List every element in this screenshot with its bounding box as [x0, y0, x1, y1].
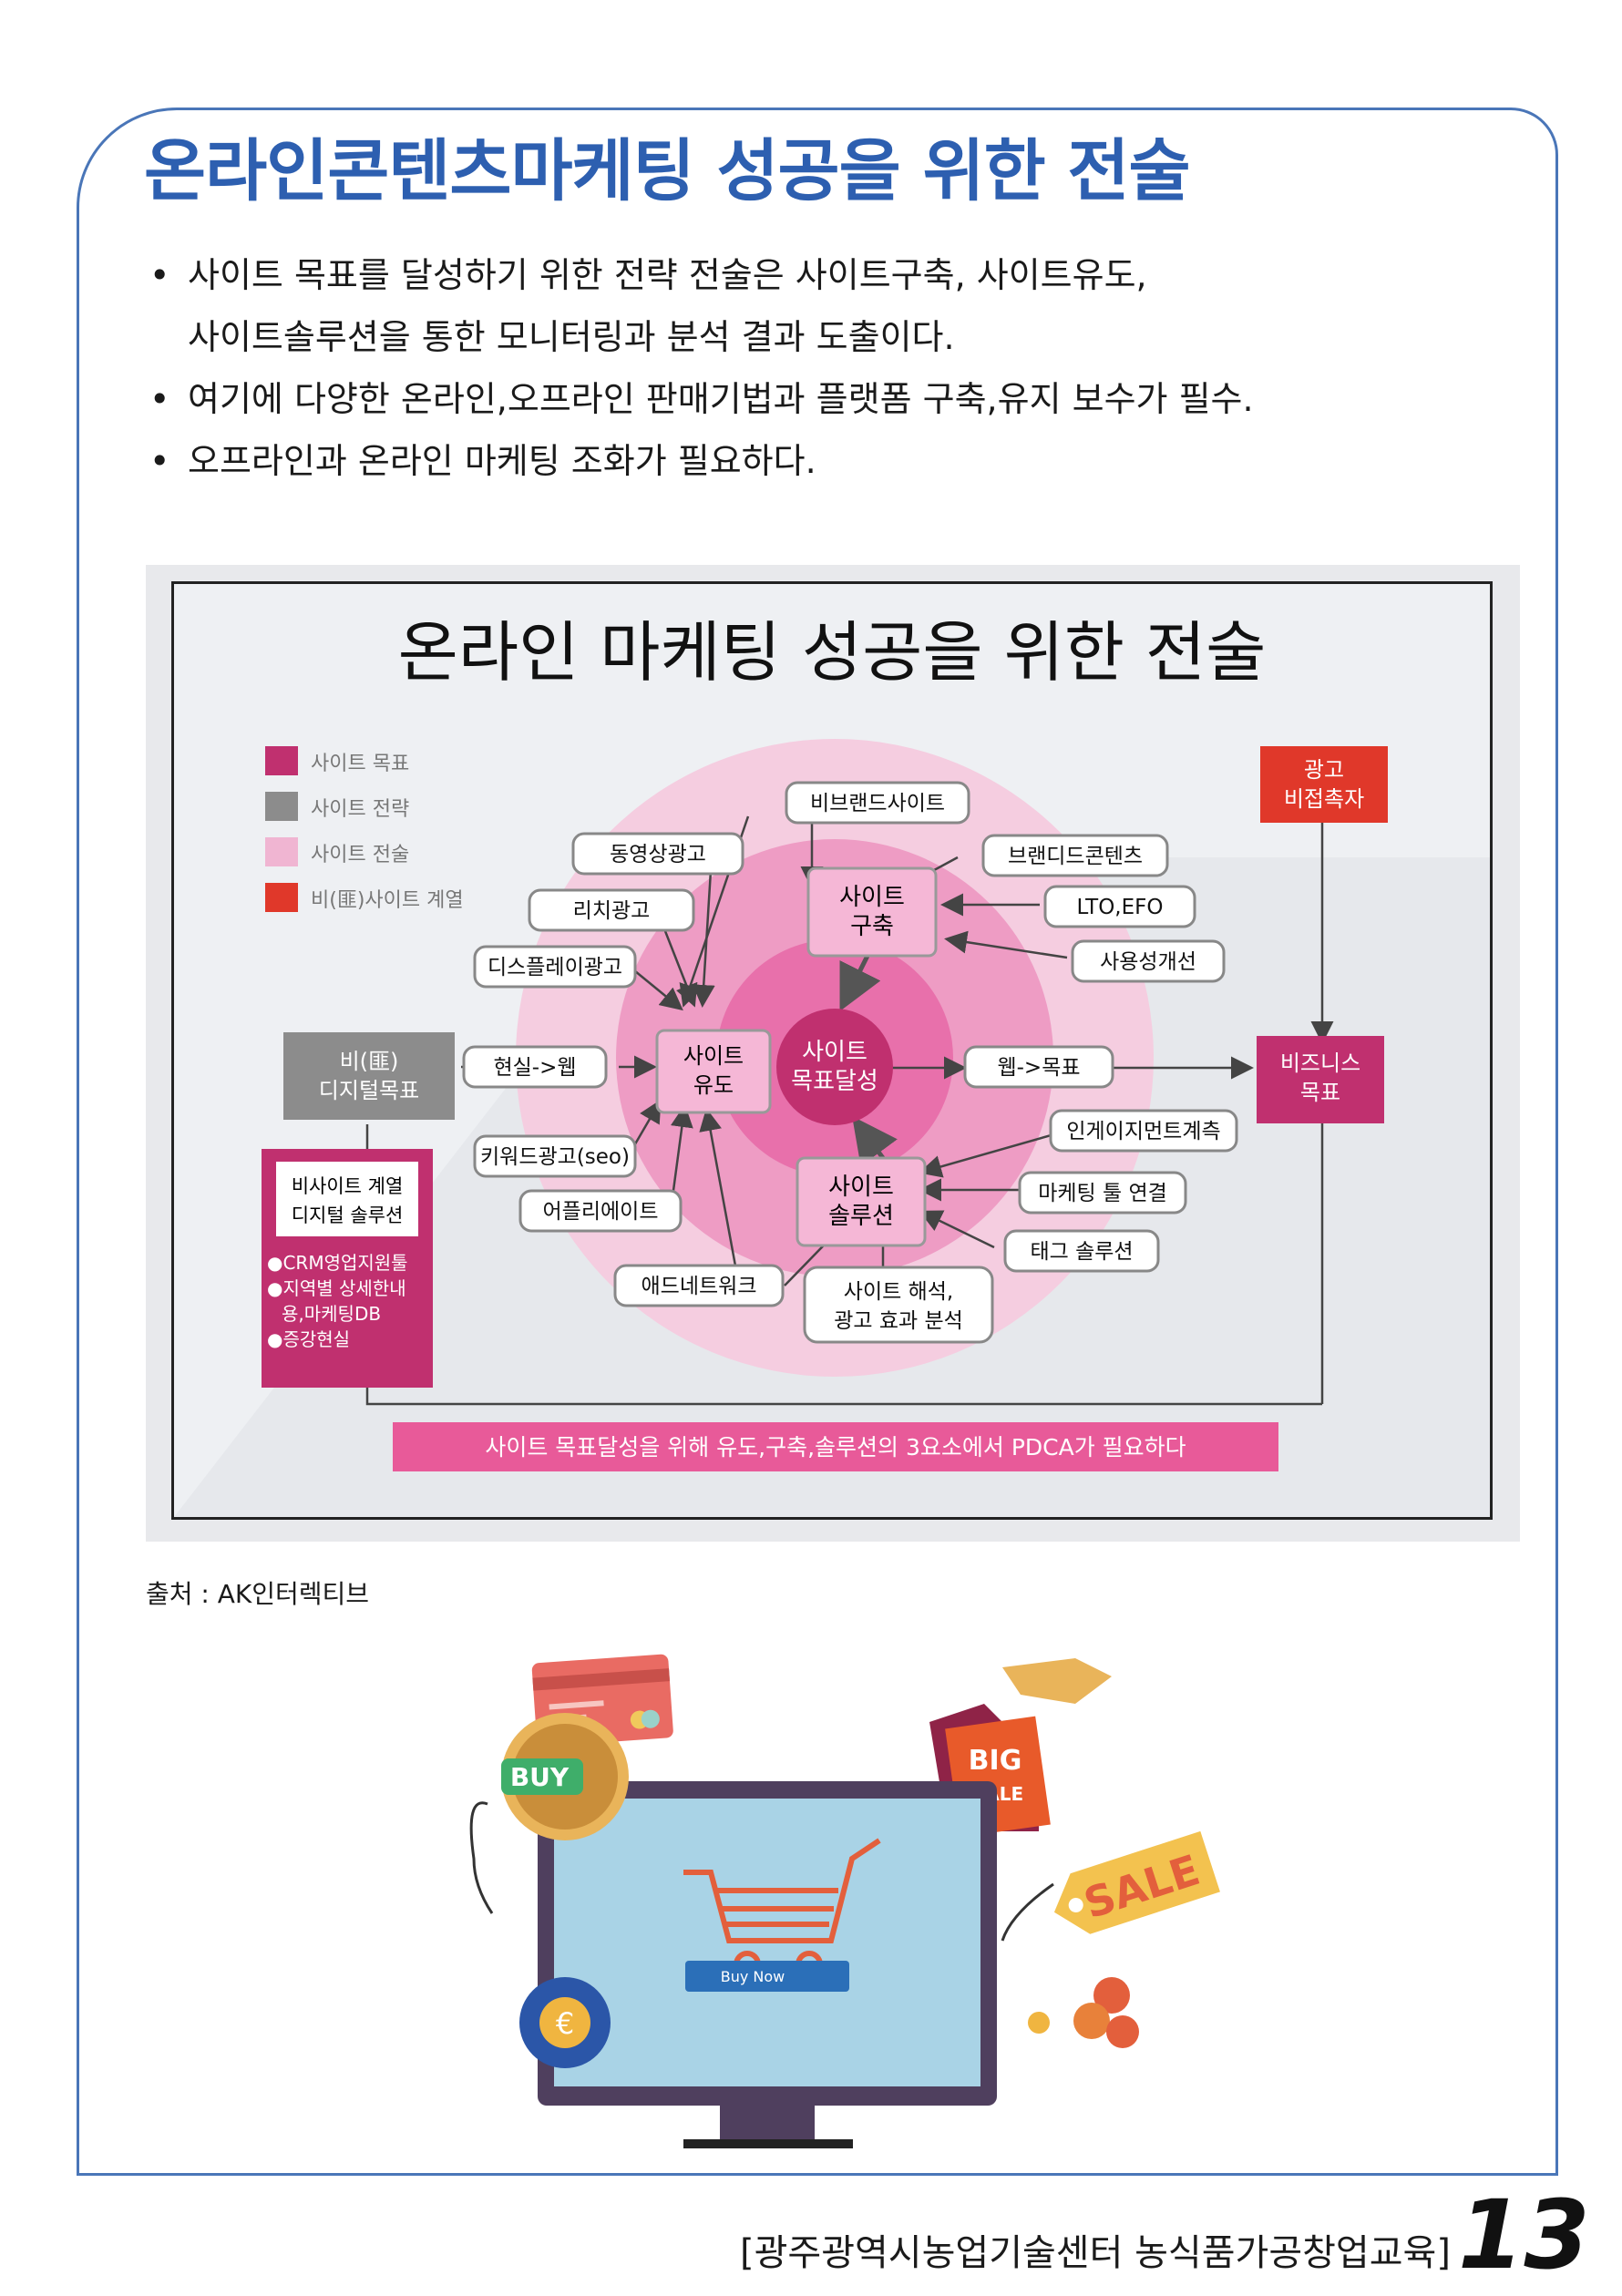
node-label: 키워드광고(seo) [480, 1145, 630, 1169]
legend-label: 비(匪)사이트 계열 [311, 889, 464, 912]
node-label: 광고 효과 분석 [834, 1309, 963, 1333]
node-label: 태그 솔루션 [1030, 1240, 1133, 1264]
node-label: 웹->목표 [997, 1056, 1080, 1080]
node-label: 리치광고 [573, 899, 651, 923]
node-label: 목표 [1300, 1080, 1340, 1105]
footer-text: [광주광역시농업기술센터 농식품가공창업교육] [740, 2223, 1451, 2276]
node-label: 사이트 [683, 1043, 744, 1069]
bullet-item: 오프라인과 온라인 마케팅 조화가 필요하다. [146, 430, 1458, 492]
node-label: LTO,EFO [1077, 896, 1164, 919]
node-label: 비(匪) [340, 1049, 399, 1074]
node-label: 동영상광고 [610, 843, 706, 866]
node-label: 마케팅 툴 연결 [1038, 1182, 1167, 1205]
page-number: 13 [1458, 2179, 1590, 2291]
node-label: 비브랜드사이트 [810, 792, 945, 815]
big-label: BIG [969, 1745, 1022, 1777]
banner-text: 사이트 목표달성을 위해 유도,구축,솔루션의 3요소에서 PDCA가 필요하다 [485, 1434, 1186, 1461]
page-title: 온라인콘텐츠마케팅 성공을 위한 전술 [144, 117, 1190, 214]
list-item: 용,마케팅DB [282, 1303, 381, 1325]
list-item: ●CRM영업지원툴 [267, 1252, 408, 1274]
legend-swatch-tactic [265, 837, 298, 866]
node-label: 광고 [1304, 757, 1344, 783]
dollar-coins-icon [1028, 1977, 1139, 2048]
node-label: 사이트 [839, 884, 905, 911]
node-label: 사이트 [802, 1039, 867, 1066]
site-solution-node [797, 1158, 925, 1245]
bullet-text: 사이트 목표를 달성하기 위한 전략 전술은 사이트구축, 사이트유도, [188, 255, 1147, 295]
legend: 사이트 목표 사이트 전략 사이트 전술 비(匪)사이트 계열 [265, 746, 464, 912]
bullet-text-cont: 사이트솔루션을 통한 모니터링과 분석 결과 도출이다. [188, 317, 955, 357]
node-label: 비사이트 계열 [292, 1175, 404, 1197]
node-label: 현실->웹 [493, 1056, 576, 1080]
bullet-list: 사이트 목표를 달성하기 위한 전략 전술은 사이트구축, 사이트유도, 사이트솔… [146, 244, 1458, 492]
legend-label: 사이트 전술 [311, 844, 409, 866]
cable [471, 1803, 492, 1913]
legend-label: 사이트 목표 [311, 753, 409, 775]
euro-icon: € [556, 2006, 574, 2041]
monitor-base [683, 2139, 853, 2148]
node-label: 목표달성 [791, 1068, 878, 1095]
node-label: 비접촉자 [1284, 786, 1364, 812]
node-label: 사용성개선 [1100, 950, 1196, 974]
node-label: 브랜디드콘텐츠 [1008, 845, 1143, 868]
buy-now-label: Buy Now [721, 1968, 785, 1985]
legend-label: 사이트 전략 [311, 798, 409, 821]
diagram-title: 온라인 마케팅 성공을 위한 전술 [398, 614, 1267, 691]
diagram-svg: 온라인 마케팅 성공을 위한 전술 사이트 목표 사이트 전략 사이트 전술 비… [174, 584, 1490, 1517]
bullet-item: 사이트 목표를 달성하기 위한 전략 전술은 사이트구축, 사이트유도, 사이트솔… [146, 244, 1458, 368]
bullet-item: 여기에 다양한 온라인,오프라인 판매기법과 플랫폼 구축,유지 보수가 필수. [146, 368, 1458, 430]
node-label: 디지털목표 [319, 1078, 419, 1103]
node-label: 사이트 [828, 1174, 894, 1201]
legend-swatch-goal [265, 746, 298, 775]
diagram-panel: 온라인 마케팅 성공을 위한 전술 사이트 목표 사이트 전략 사이트 전술 비… [171, 581, 1493, 1520]
tag-string [1002, 1884, 1053, 1941]
node-label: 유도 [693, 1072, 734, 1098]
node-label: 구축 [850, 913, 894, 940]
list-item: ●증강현실 [267, 1328, 350, 1350]
bullet-text: 오프라인과 온라인 마케팅 조화가 필요하다. [188, 441, 816, 481]
node-label: 비즈니스 [1280, 1051, 1360, 1076]
node-label: 어플리에이트 [543, 1200, 659, 1224]
node-label: 솔루션 [828, 1203, 894, 1230]
node-label: 사이트 해석, [844, 1280, 953, 1304]
ecommerce-illustration: BIG SALE Buy Now BUY € SALE [437, 1640, 1258, 2150]
node-label: 애드네트워크 [642, 1275, 757, 1298]
monitor-stand [720, 2106, 815, 2142]
buy-label: BUY [510, 1762, 570, 1792]
diagram-figure: 온라인 마케팅 성공을 위한 전술 사이트 목표 사이트 전략 사이트 전술 비… [146, 565, 1520, 1542]
non-digital-goal-node [283, 1032, 455, 1120]
node-label: 디지털 솔루션 [292, 1204, 404, 1226]
sale-tag: SALE [1044, 1831, 1220, 1942]
node-label: 인게이지먼트계측 [1066, 1120, 1220, 1143]
site-build-node [808, 868, 936, 956]
bullet-text: 여기에 다양한 온라인,오프라인 판매기법과 플랫폼 구축,유지 보수가 필수. [188, 379, 1254, 419]
node-label: 디스플레이광고 [488, 956, 622, 979]
legend-swatch-strategy [265, 792, 298, 821]
source-caption: 출처 : AK인터렉티브 [146, 1574, 369, 1611]
list-item: ●지역별 상세한내 [267, 1277, 406, 1299]
hand-icon [1002, 1658, 1112, 1704]
legend-swatch-nonsite [265, 883, 298, 912]
site-goal-node [776, 1009, 893, 1125]
